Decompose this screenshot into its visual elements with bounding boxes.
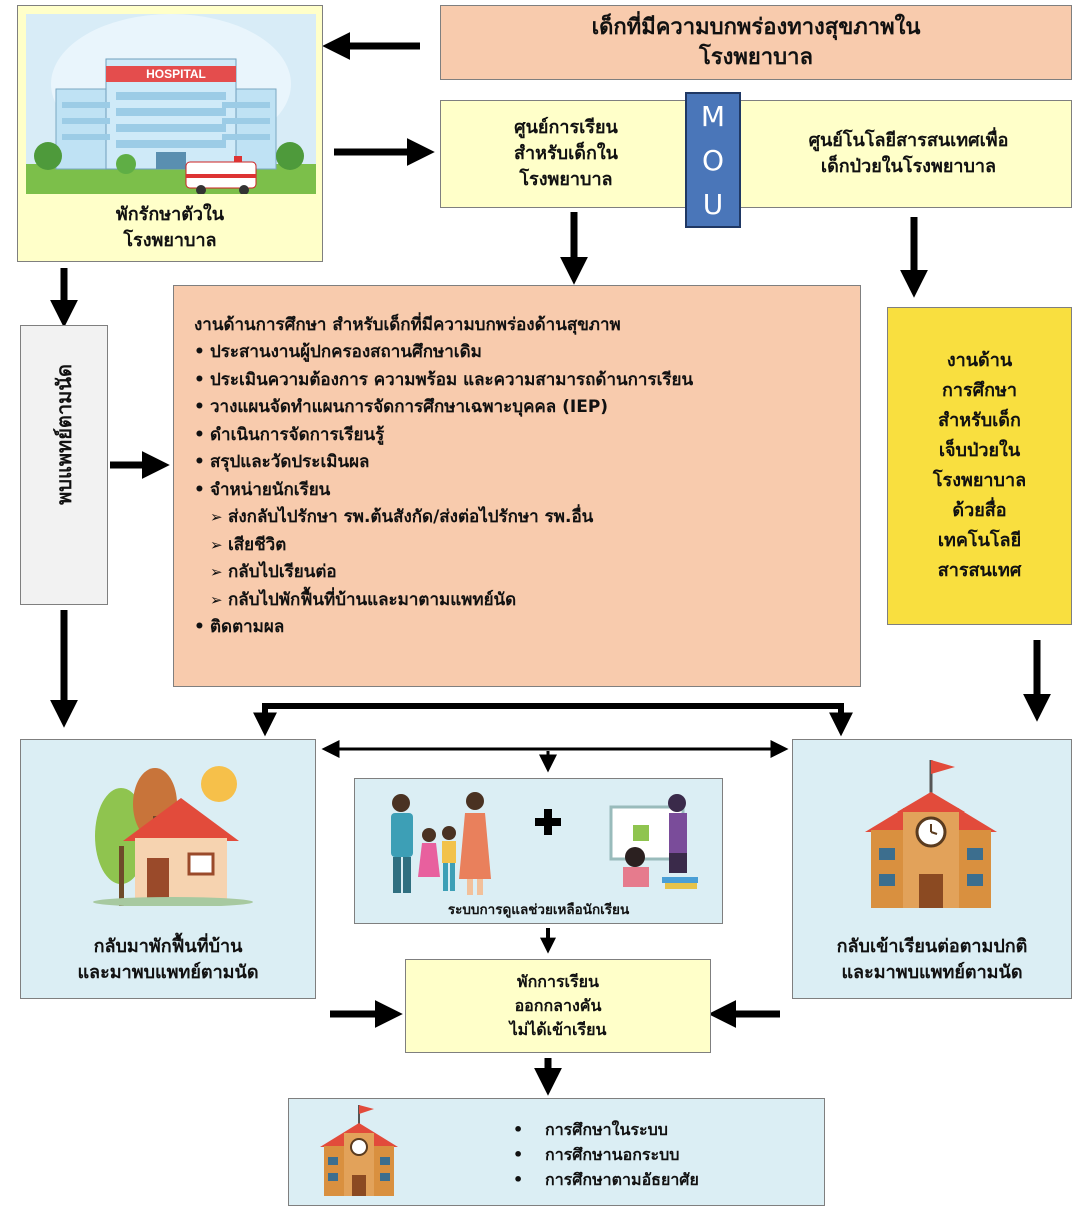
hospital-box: HOSPITAL พักรักษาตัวใน โรงพยาบาล: [17, 5, 323, 262]
home-box: กลับมาพักฟื้นที่บ้าน และมาพบแพทย์ตามนัด: [20, 739, 316, 999]
mou-badge: M O U: [685, 92, 741, 228]
education-work-list: ประสานงานผู้ปกครองสถานศึกษาเดิม ประเมินค…: [194, 339, 860, 642]
list-item: ประเมินความต้องการ ความพร้อม และความสามา…: [194, 367, 860, 395]
support-system-label: ระบบการดูแลช่วยเหลือนักเรียน: [447, 902, 630, 918]
support-system-box: ระบบการดูแลช่วยเหลือนักเรียน: [354, 778, 723, 924]
list-item: ประสานงานผู้ปกครองสถานศึกษาเดิม: [194, 339, 860, 367]
school-small-illustration: [320, 1105, 398, 1196]
education-work-box: งานด้านการศึกษา สำหรับเด็กที่มีความบกพร่…: [173, 285, 861, 687]
mou-letter-m: M: [700, 99, 726, 133]
learning-center-text: ศูนย์การเรียน สำหรับเด็กใน โรงพยาบาล: [514, 117, 618, 190]
list-item: จำหน่ายนักเรียน: [194, 477, 860, 505]
list-item: ติดตามผล: [194, 614, 860, 642]
list-item: ดำเนินการจัดการเรียนรู้: [194, 422, 860, 450]
ict-center-text: ศูนย์โนโลยีสารสนเทศเพื่อ เด็กป่วยในโรงพย…: [808, 130, 1009, 177]
mou-letter-o: O: [701, 143, 725, 177]
list-item: สรุปและวัดประเมินผล: [194, 449, 860, 477]
home-illustration: [93, 766, 253, 906]
education-types-box: การศึกษาในระบบ การศึกษานอกระบบ การศึกษาต…: [288, 1098, 825, 1206]
home-caption: กลับมาพักฟื้นที่บ้าน และมาพบแพทย์ตามนัด: [77, 936, 259, 983]
sub-list-item: ส่งกลับไปรักษา รพ.ต้นสังกัด/ส่งต่อไปรักษ…: [194, 504, 860, 532]
sub-list-item: กลับไปเรียนต่อ: [194, 559, 860, 587]
family-illustration: [391, 792, 491, 895]
list-item: การศึกษาตามอัธยาศัย: [505, 1167, 699, 1192]
ict-education-text: งานด้าน การศึกษา สำหรับเด็ก เจ็บป่วยใน โ…: [932, 350, 1027, 581]
dropout-box: พักการเรียน ออกกลางคัน ไม่ได้เข้าเรียน: [405, 959, 711, 1053]
list-item: การศึกษาในระบบ: [505, 1117, 699, 1142]
school-illustration: [865, 760, 997, 908]
hospital-illustration: HOSPITAL: [26, 14, 316, 194]
sub-list-item: เสียชีวิต: [194, 532, 860, 560]
school-return-caption: กลับเข้าเรียนต่อตามปกติ และมาพบแพทย์ตามน…: [836, 936, 1028, 983]
dropout-text: พักการเรียน ออกกลางคัน ไม่ได้เข้าเรียน: [509, 972, 607, 1039]
arrow-bracket: [262, 703, 844, 728]
education-work-heading: งานด้านการศึกษา สำหรับเด็กที่มีความบกพร่…: [194, 315, 621, 335]
education-types-list: การศึกษาในระบบ การศึกษานอกระบบ การศึกษาต…: [505, 1117, 699, 1192]
teacher-illustration: [609, 794, 698, 889]
plus-icon: [535, 809, 561, 835]
sub-list-item: กลับไปพักฟื้นที่บ้านและมาตามแพทย์นัด: [194, 587, 860, 615]
doctor-appointment-box: พบแพทย์ตามนัด: [20, 325, 108, 605]
list-item: วางแผนจัดทำแผนการจัดการศึกษาเฉพาะบุคคล (…: [194, 394, 860, 422]
doctor-appointment-text: พบแพทย์ตามนัด: [52, 364, 76, 505]
list-item: การศึกษานอกระบบ: [505, 1142, 699, 1167]
ict-education-box: งานด้าน การศึกษา สำหรับเด็ก เจ็บป่วยใน โ…: [887, 307, 1072, 625]
mou-letter-u: U: [702, 187, 724, 221]
learning-center-box: ศูนย์การเรียน สำหรับเด็กใน โรงพยาบาล ศูน…: [440, 100, 1072, 208]
top-banner-text: เด็กที่มีความบกพร่องทางสุขภาพใน โรงพยาบา…: [591, 14, 921, 70]
school-return-box: กลับเข้าเรียนต่อตามปกติ และมาพบแพทย์ตามน…: [792, 739, 1072, 999]
hospital-caption: พักรักษาตัวใน โรงพยาบาล: [115, 204, 225, 251]
top-banner-box: เด็กที่มีความบกพร่องทางสุขภาพใน โรงพยาบา…: [440, 5, 1072, 80]
hospital-sign: HOSPITAL: [146, 67, 206, 81]
